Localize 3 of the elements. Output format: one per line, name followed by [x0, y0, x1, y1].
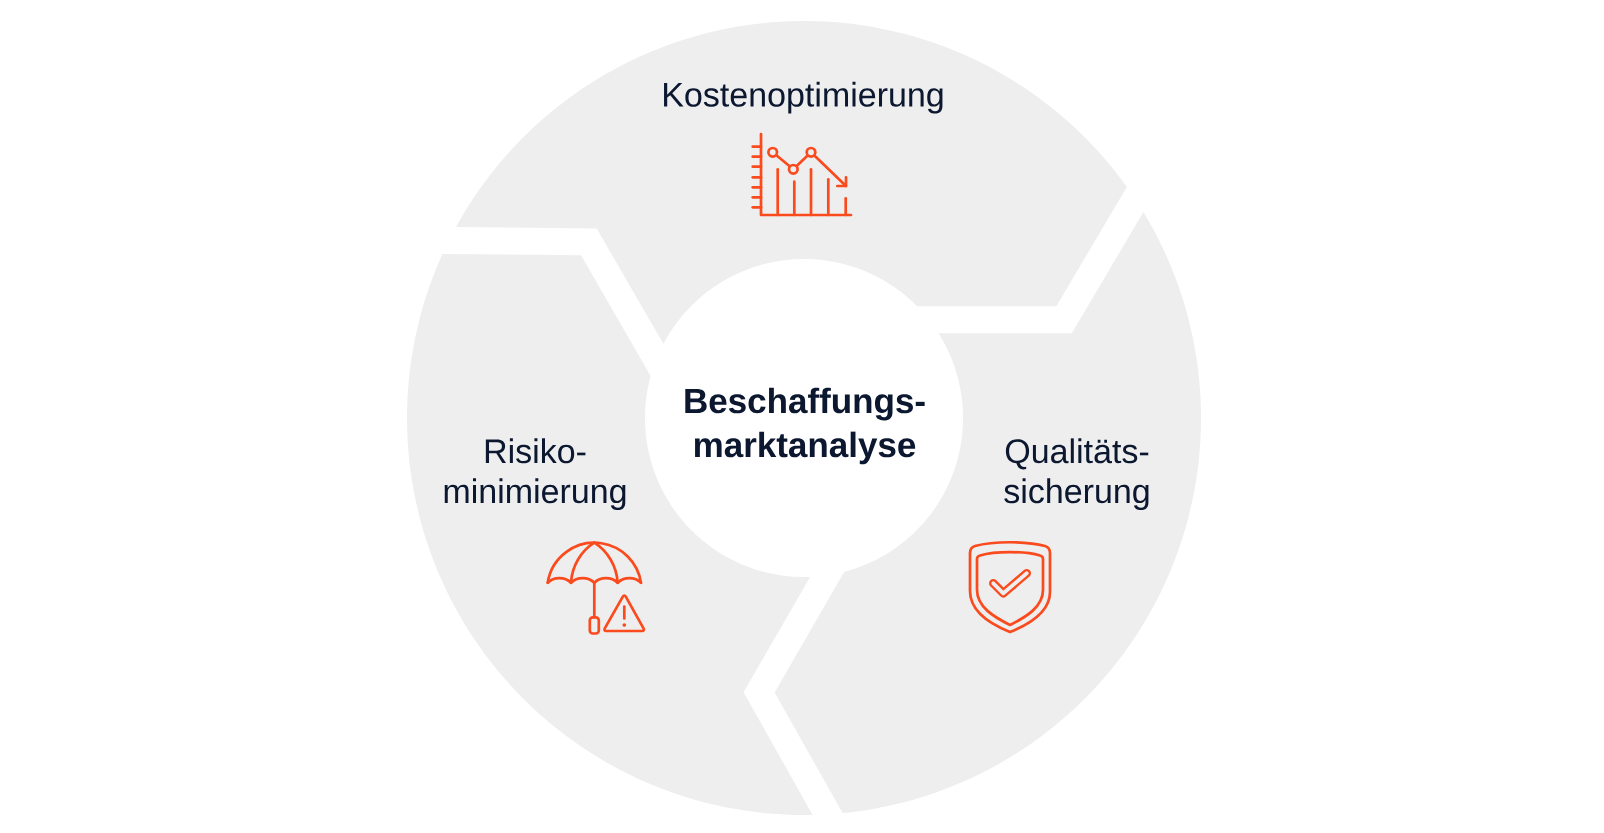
node-label: Qualitäts- sicherung: [1004, 438, 1149, 511]
node-label: Kostenoptimierung: [664, 81, 943, 114]
ring-segment: Kostenoptimierung: [455, 21, 1127, 344]
